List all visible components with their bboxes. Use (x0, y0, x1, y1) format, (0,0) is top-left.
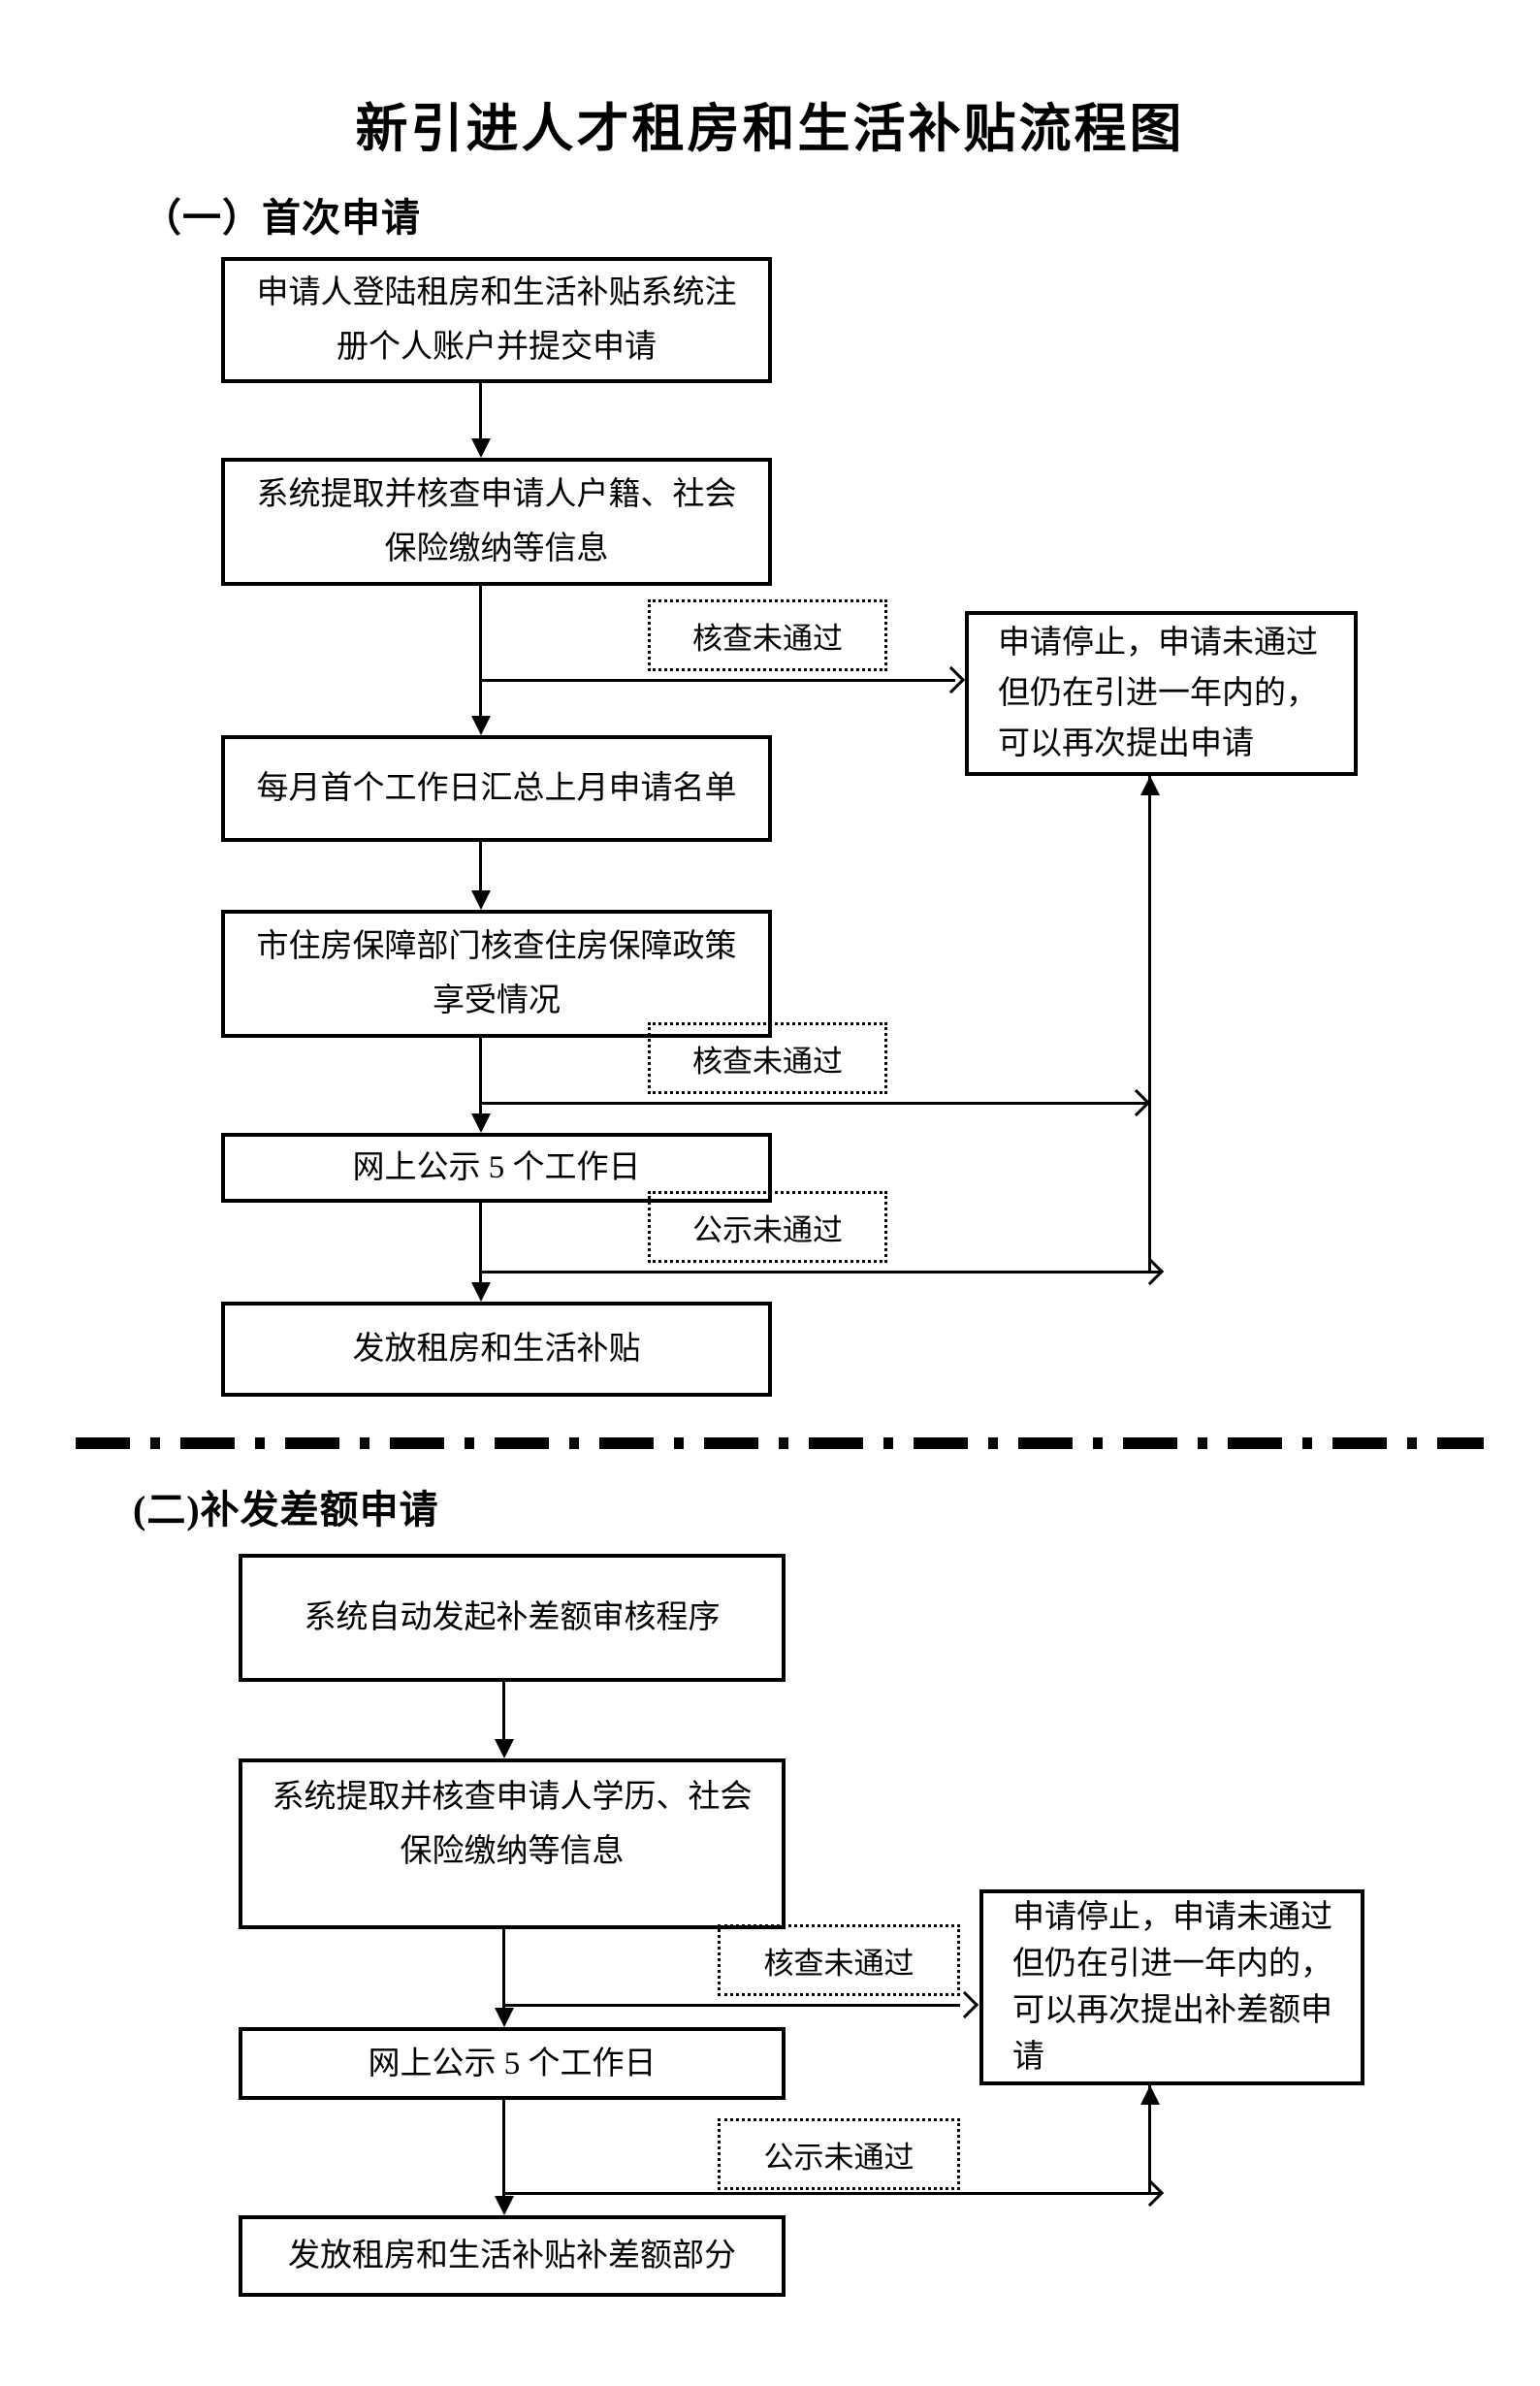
dash-dot-divider (76, 1437, 1484, 1449)
flow-box-monthly-summary: 每月首个工作日汇总上月申请名单 (221, 735, 772, 842)
arrowhead-down-icon (495, 2008, 514, 2027)
section2-heading: (二)补发差额申请 (133, 1488, 439, 1532)
connector-b1-b2 (502, 1682, 505, 1739)
arrowhead-down-icon (471, 438, 491, 458)
branch-line-publicity-failed-s2 (504, 2192, 1160, 2195)
flow-box-system-check-education: 系统提取并核查申请人学历、社会 保险缴纳等信息 (239, 1758, 786, 1929)
connector-box1-box2 (479, 383, 482, 439)
label-publicity-failed-1: 公示未通过 (648, 1191, 887, 1263)
arrowhead-up-icon (1140, 2085, 1160, 2105)
arrowhead-down-icon (471, 1282, 491, 1302)
section1-heading: （一）首次申请 (143, 196, 421, 240)
label-publicity-failed-s2: 公示未通过 (718, 2118, 960, 2190)
label-check-failed-1: 核查未通过 (648, 599, 887, 671)
stop-box-reapply-difference: 申请停止，申请未通过 但仍在引进一年内的， 可以再次提出补差额申 请 (979, 1889, 1364, 2085)
branch-line-check-failed-s2 (504, 2004, 960, 2007)
connector-box5-box6 (479, 1203, 482, 1283)
arrowhead-down-icon (495, 2196, 514, 2215)
connector-b3-b4 (502, 2100, 505, 2196)
branch-line-check-failed-1 (481, 679, 955, 682)
arrowhead-down-icon (471, 890, 491, 910)
arrowhead-right-icon (1122, 1088, 1151, 1117)
flow-box-housing-policy-check: 市住房保障部门核查住房保障政策 享受情况 (221, 910, 772, 1038)
connector-box4-box5 (479, 1038, 482, 1114)
arrowhead-down-icon (471, 716, 491, 735)
connector-box2-box3 (479, 586, 482, 717)
flow-box-auto-start-review: 系统自动发起补差额审核程序 (239, 1554, 786, 1682)
arrowhead-down-icon (495, 1739, 514, 1758)
page-title: 新引进人才租房和生活补贴流程图 (355, 100, 1185, 158)
flow-box-register-submit: 申请人登陆租房和生活补贴系统注 册个人账户并提交申请 (221, 257, 772, 383)
label-check-failed-s2: 核查未通过 (718, 1924, 960, 1996)
connector-b2-b3 (502, 1929, 505, 2008)
branch-line-publicity-failed (481, 1271, 1160, 1274)
label-check-failed-2: 核查未通过 (648, 1022, 887, 1094)
arrowhead-right-icon (937, 665, 966, 694)
arrowhead-up-icon (1140, 776, 1160, 795)
flow-box-system-check-household: 系统提取并核查申请人户籍、社会 保险缴纳等信息 (221, 458, 772, 586)
branch-line-check-failed-2 (481, 1102, 1148, 1105)
flow-box-online-publicity: 网上公示 5 个工作日 (221, 1133, 772, 1203)
flow-box-grant-subsidy: 发放租房和生活补贴 (221, 1302, 772, 1397)
stop-box-reapply: 申请停止，申请未通过 但仍在引进一年内的， 可以再次提出申请 (965, 611, 1358, 776)
connector-box3-box4 (479, 842, 482, 891)
return-line-to-stop-box-1 (1148, 776, 1151, 1274)
arrowhead-down-icon (471, 1113, 491, 1133)
return-line-to-stop-box-2 (1148, 2085, 1151, 2194)
flow-box-online-publicity-s2: 网上公示 5 个工作日 (239, 2027, 786, 2100)
flow-box-grant-difference: 发放租房和生活补贴补差额部分 (239, 2215, 786, 2297)
